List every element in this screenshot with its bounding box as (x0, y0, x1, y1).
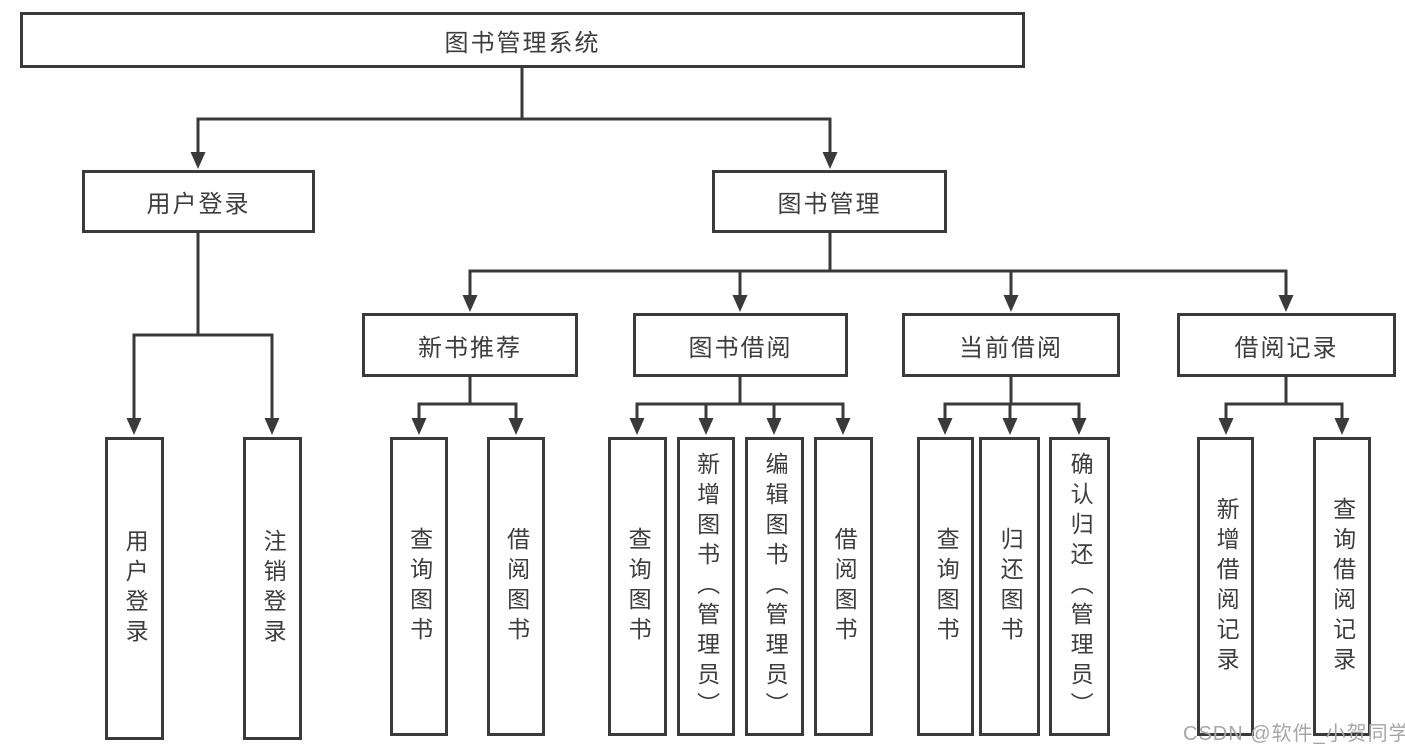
node-borrow-records: 借阅记录 (1177, 313, 1396, 377)
watermark: CSDN @软件_小贺同学 (1183, 723, 1405, 745)
node-new-book-recommend: 新书推荐 (362, 313, 578, 377)
leaf-edit-book-admin: 编辑图书（管理员） (745, 437, 804, 736)
leaf-query-books-recommend: 查询图书 (390, 437, 448, 736)
node-root: 图书管理系统 (20, 12, 1025, 68)
node-book-borrow: 图书借阅 (633, 313, 848, 377)
leaf-confirm-return-admin: 确认归还（管理员） (1049, 437, 1110, 736)
leaf-add-book-admin: 新增图书（管理员） (677, 437, 735, 736)
node-book-management: 图书管理 (712, 170, 947, 233)
node-user-login: 用户登录 (82, 170, 315, 233)
leaf-borrow-books-recommend: 借阅图书 (487, 437, 545, 736)
leaf-query-books-current: 查询图书 (917, 437, 974, 736)
leaf-borrow-books-borrow: 借阅图书 (814, 437, 873, 736)
leaf-user-login: 用户登录 (105, 437, 164, 740)
leaf-logout: 注销登录 (243, 437, 302, 740)
leaf-query-borrow-record: 查询借阅记录 (1313, 437, 1371, 736)
leaf-add-borrow-record: 新增借阅记录 (1197, 437, 1254, 736)
leaf-return-book: 归还图书 (979, 437, 1040, 736)
leaf-query-books-borrow: 查询图书 (608, 437, 667, 736)
node-current-borrow: 当前借阅 (902, 313, 1120, 377)
